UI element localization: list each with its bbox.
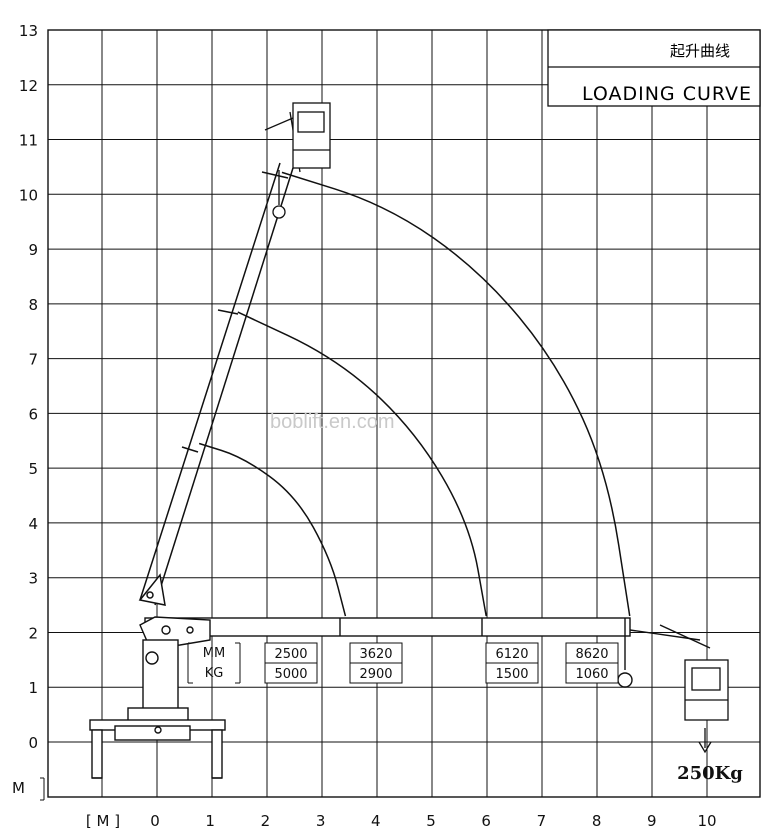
y-tick-label: 3 [28,570,38,588]
table-mm-value: 2500 [274,647,307,662]
crane-base [89,639,226,779]
x-tick-label: 2 [261,812,271,830]
table-mm-label: MM [203,646,225,661]
table-mm-value: 3620 [359,647,392,662]
y-tick-label: 10 [19,186,38,204]
y-tick-label: 12 [19,77,38,95]
table-mm-value: 8620 [575,647,608,662]
y-tick-label: 4 [28,515,38,533]
x-tick-labels: 0 1 2 3 4 5 6 7 8 9 10 [150,812,716,830]
watermark: boblift.en.com [270,411,395,433]
x-tick-label: 5 [426,812,436,830]
horizontal-boom [139,616,711,688]
inclined-boom [138,162,294,606]
y-tick-label: 7 [28,351,38,369]
end-basket [684,659,729,754]
x-tick-label: 1 [205,812,215,830]
y-tick-label: 0 [28,734,38,752]
x-tick-label: 0 [150,812,160,830]
y-tick-label: 2 [28,624,38,642]
title-box: 起升曲线 LOADING CURVE [547,29,761,107]
basket-load-label: 250Kg [677,763,743,784]
x-tick-label: 6 [481,812,491,830]
load-curve-2 [237,311,487,617]
x-tick-label: 7 [537,812,547,830]
y-tick-label: 5 [28,460,38,478]
x-axis-unit: [ M ] [86,812,120,830]
table-kg-value: 2900 [359,667,392,682]
y-tick-label: 6 [28,405,38,423]
table-kg-value: 5000 [274,667,307,682]
title-en: LOADING CURVE [582,83,752,105]
load-table: MM KG 2500 5000 3620 2900 6120 1500 8620 1060 [187,642,619,684]
y-tick-label: 8 [28,296,38,314]
table-kg-value: 1060 [575,667,608,682]
table-mm-value: 6120 [495,647,528,662]
x-tick-label: 8 [592,812,602,830]
x-tick-label: 10 [697,812,716,830]
load-curve-1 [198,442,347,617]
title-cn: 起升曲线 [670,42,730,60]
y-tick-label: 9 [28,241,38,259]
loading-curves [198,171,631,617]
table-kg-value: 1500 [495,667,528,682]
x-tick-label: 3 [316,812,326,830]
boom-tip-basket [264,102,331,219]
table-kg-label: KG [205,666,224,681]
x-tick-label: 9 [647,812,657,830]
y-tick-label: 13 [19,22,38,40]
y-tick-label: 11 [19,132,38,150]
y-axis-unit: M [12,779,25,797]
load-curve-3 [281,171,631,617]
x-tick-label: 4 [371,812,381,830]
y-tick-label: 1 [28,679,38,697]
